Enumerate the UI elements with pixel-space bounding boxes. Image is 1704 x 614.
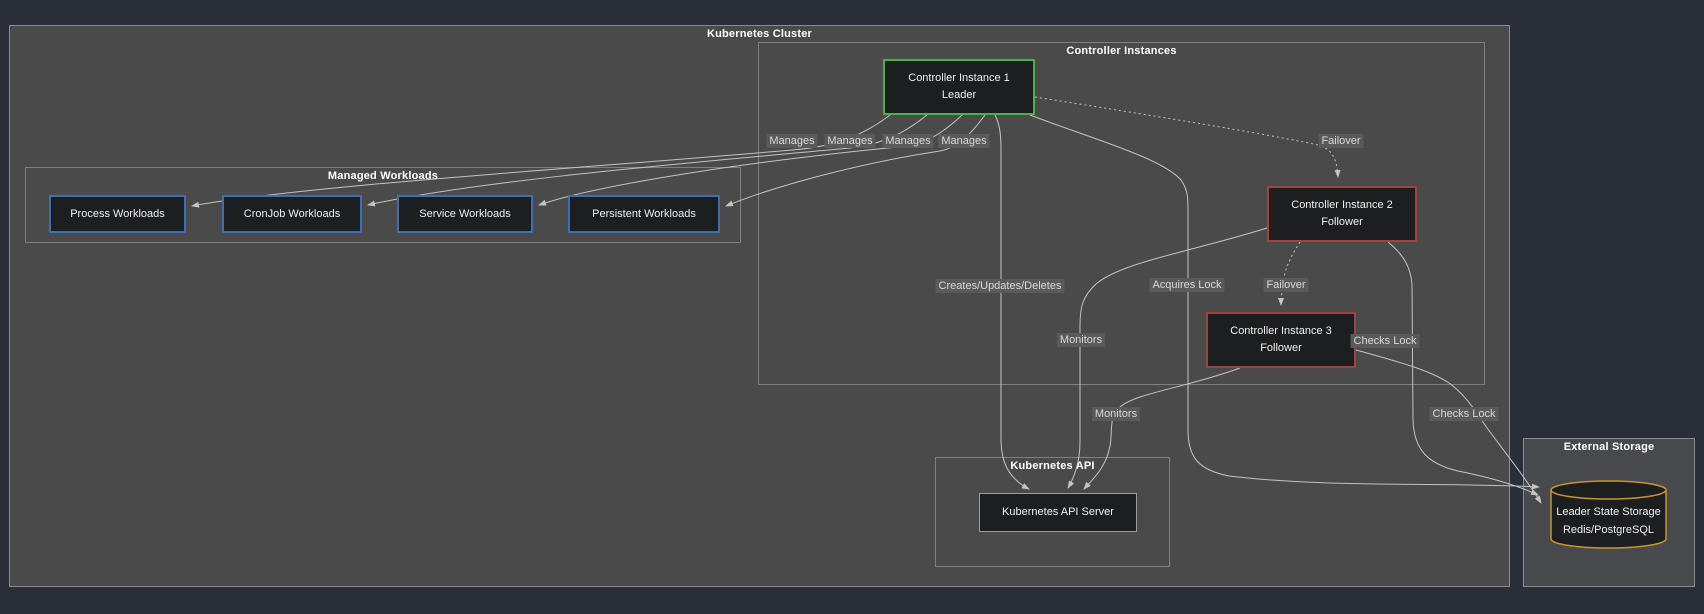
- storage-cylinder-shape: [1550, 480, 1667, 549]
- edge-manages-cronjob: [367, 114, 928, 207]
- node-subtitle: Follower: [1321, 216, 1363, 228]
- node-title: Leader State Storage: [1556, 506, 1661, 518]
- edge-monitors-instance2: [1067, 227, 1268, 489]
- node-subtitle: Follower: [1260, 342, 1302, 354]
- edge-failover-1: [1034, 96, 1341, 178]
- cluster-label-kubernetes-api: Kubernetes API: [1010, 460, 1095, 472]
- node-title: Kubernetes API Server: [1002, 506, 1114, 518]
- node-controller-instance-2: Controller Instance 2 Follower: [1267, 186, 1417, 242]
- node-leader-state-storage: Leader State Storage Redis/PostgreSQL: [1549, 479, 1668, 550]
- node-title: Persistent Workloads: [592, 207, 696, 220]
- cluster-label-controller-instances: Controller Instances: [1066, 45, 1177, 57]
- node-title: Service Workloads: [419, 207, 511, 220]
- node-title: Process Workloads: [70, 207, 165, 220]
- cluster-label-managed-workloads: Managed Workloads: [327, 170, 439, 182]
- edge-label-failover-1: Failover: [1318, 134, 1364, 148]
- edge-label-manages-2: Manages: [824, 134, 876, 148]
- cluster-label-kubernetes-cluster: Kubernetes Cluster: [706, 28, 813, 40]
- node-cronjob-workloads: CronJob Workloads: [222, 195, 362, 233]
- node-kubernetes-api-server: Kubernetes API Server: [979, 493, 1137, 532]
- edge-label-acquires-lock: Acquires Lock: [1149, 278, 1225, 292]
- edge-failover-2: [1278, 241, 1301, 306]
- edge-label-checks-lock-2: Checks Lock: [1429, 407, 1499, 421]
- edge-label-manages-1: Manages: [766, 134, 818, 148]
- edge-label-manages-3: Manages: [882, 134, 934, 148]
- node-title: Controller Instance 1: [908, 72, 1010, 84]
- cluster-label-external-storage: External Storage: [1563, 441, 1655, 453]
- edge-label-monitors-1: Monitors: [1056, 333, 1106, 347]
- node-controller-instance-3: Controller Instance 3 Follower: [1206, 312, 1356, 368]
- edge-label-manages-4: Manages: [938, 134, 990, 148]
- edge-creates-updates-deletes: [994, 114, 1030, 490]
- edge-manages-process: [191, 114, 891, 208]
- edge-label-creates-updates-deletes: Creates/Updates/Deletes: [935, 279, 1065, 293]
- edge-checks-lock-instance3: [1355, 349, 1542, 504]
- node-subtitle: Leader: [941, 89, 977, 101]
- node-process-workloads: Process Workloads: [49, 195, 186, 233]
- edge-checks-lock-instance2: [1387, 241, 1539, 496]
- node-subtitle: Redis/PostgreSQL: [1562, 524, 1655, 536]
- node-controller-instance-1: Controller Instance 1 Leader: [883, 59, 1035, 115]
- edge-label-failover-2: Failover: [1263, 278, 1309, 292]
- node-title: CronJob Workloads: [243, 207, 341, 220]
- edge-manages-service: [538, 114, 963, 206]
- edge-label-checks-lock-1: Checks Lock: [1350, 334, 1420, 348]
- edge-acquires-lock: [1029, 114, 1540, 490]
- edge-label-monitors-2: Monitors: [1091, 407, 1141, 421]
- node-persistent-workloads: Persistent Workloads: [568, 195, 720, 233]
- node-title: Controller Instance 2: [1291, 199, 1393, 211]
- edge-monitors-instance3: [1083, 367, 1241, 490]
- node-service-workloads: Service Workloads: [397, 195, 533, 233]
- node-title: Controller Instance 3: [1230, 325, 1332, 337]
